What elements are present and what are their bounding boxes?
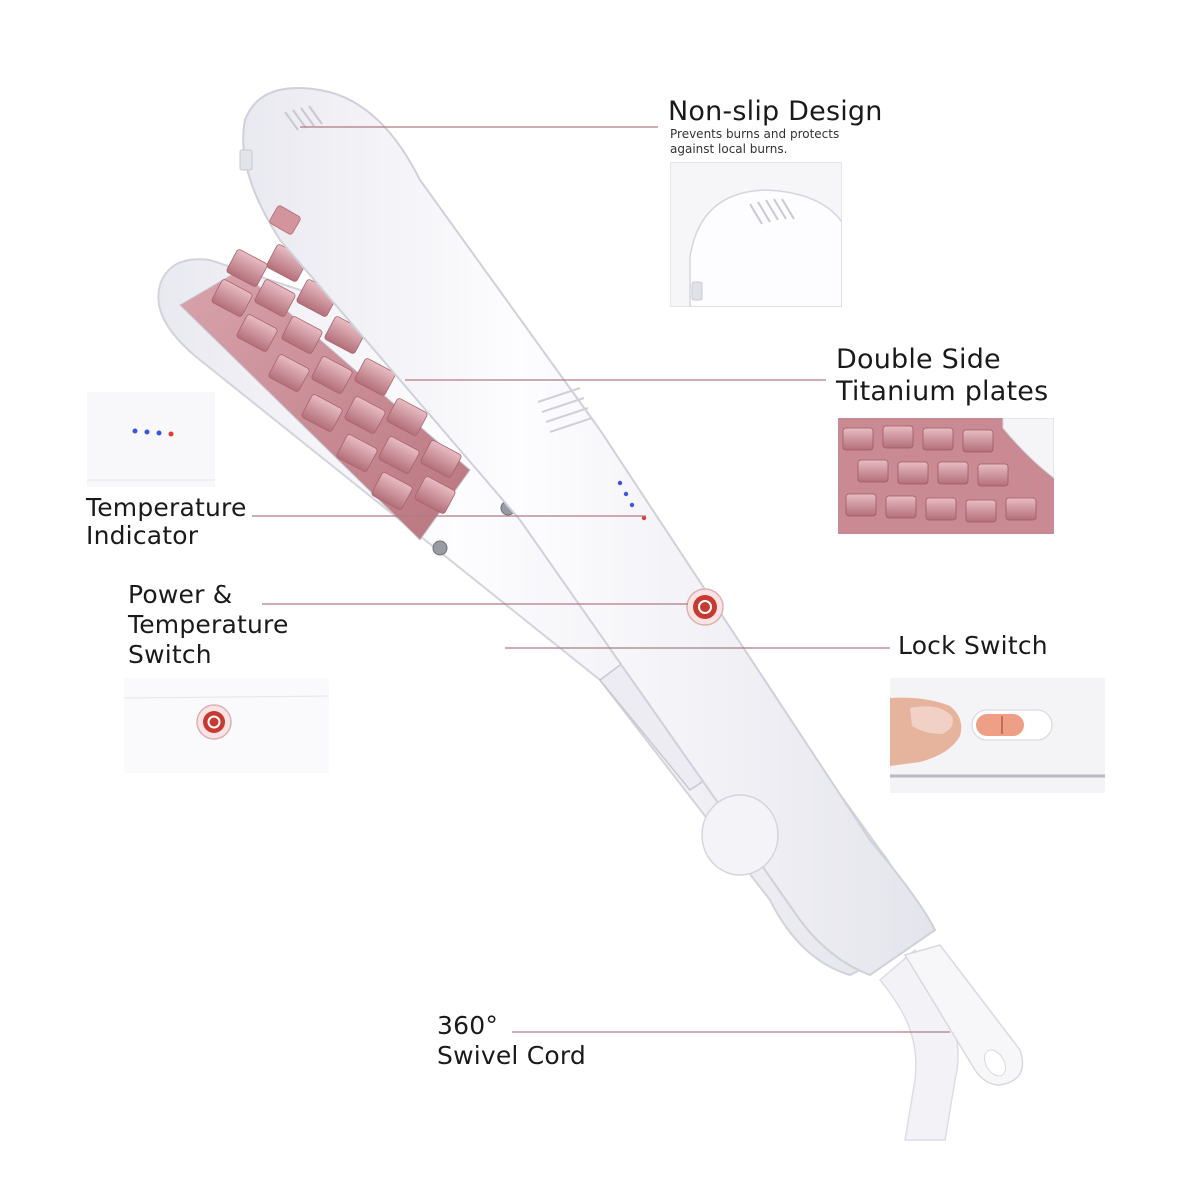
swivel-cord-title-line2: Swivel Cord	[437, 1041, 586, 1070]
non-slip-subtitle-line1: Prevents burns and protects	[670, 127, 840, 141]
non-slip-inset-image	[670, 162, 842, 307]
swivel-cord-title-line1: 360°	[437, 1011, 499, 1040]
temperature-indicator-title-line2: Indicator	[86, 521, 199, 550]
plates-title-line1: Double Side	[836, 344, 1001, 375]
power-switch-title-line2: Temperature	[128, 610, 289, 639]
temperature-indicator-title-line1: Temperature	[86, 493, 247, 522]
power-button-icon	[686, 588, 724, 626]
grip-ridges	[284, 105, 323, 131]
plate-teeth	[211, 244, 462, 514]
plates-inset-image	[838, 418, 1054, 534]
lock-switch-inset-image	[890, 678, 1105, 793]
power-switch-title-line3: Switch	[128, 640, 212, 669]
swivel-disc	[701, 794, 779, 876]
temperature-indicator-inset-image	[87, 392, 215, 487]
screw	[432, 540, 448, 556]
upper-arm	[242, 87, 937, 977]
non-slip-title: Non-slip Design	[668, 96, 883, 127]
power-switch-title-line1: Power &	[128, 580, 233, 609]
power-switch-inset-image	[124, 678, 329, 773]
lock-switch-title: Lock Switch	[898, 631, 1048, 660]
non-slip-subtitle-line2: against local burns.	[670, 142, 788, 156]
temperature-indicator-dots-icon	[617, 480, 647, 521]
vent-ridges	[537, 387, 593, 433]
plates-title-line2: Titanium plates	[836, 376, 1049, 407]
leader-lines	[252, 126, 950, 1033]
